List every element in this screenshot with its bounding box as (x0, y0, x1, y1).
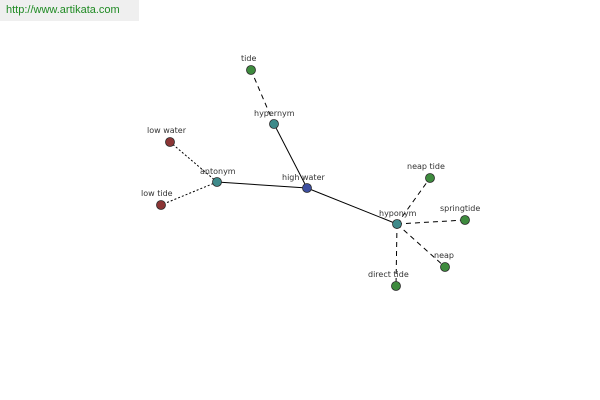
node-low-tide[interactable] (156, 200, 166, 210)
node-label-hypernym: hypernym (254, 109, 295, 118)
node-label-low-water: low water (147, 126, 187, 135)
node-neap[interactable] (440, 262, 450, 272)
node-hyponym[interactable] (392, 219, 402, 229)
edges-layer (160, 69, 466, 287)
node-hypernym[interactable] (269, 119, 279, 129)
node-label-neap: neap (434, 251, 454, 260)
node-low-water[interactable] (165, 137, 175, 147)
node-springtide[interactable] (460, 215, 470, 225)
site-url-link[interactable]: http://www.artikata.com (6, 4, 120, 16)
edge-high-water-to-hyponym (306, 187, 398, 225)
labels-layer: high water hypernym antonym hyponym tide low … (141, 54, 480, 279)
node-label-hyponym: hyponym (379, 209, 417, 218)
edge-hyponym-to-springtide (396, 219, 466, 225)
edge-hyponym-to-direct-tide (395, 223, 398, 287)
node-tide[interactable] (246, 65, 256, 75)
node-label-springtide: springtide (440, 204, 480, 213)
node-neap-tide[interactable] (425, 173, 435, 183)
node-label-direct-tide: direct tide (368, 270, 409, 279)
site-url-banner: http://www.artikata.com (0, 0, 139, 21)
edge-hyponym-to-neap-tide (396, 177, 431, 225)
node-antonym[interactable] (212, 177, 222, 187)
edge-hypernym-to-tide (250, 69, 275, 125)
node-label-antonym: antonym (200, 167, 236, 176)
node-direct-tide[interactable] (391, 281, 401, 291)
edge-high-water-to-hypernym (273, 123, 308, 189)
node-label-low-tide: low tide (141, 189, 173, 198)
nodes-layer (156, 65, 470, 291)
node-label-tide: tide (241, 54, 256, 63)
edge-antonym-to-low-water (169, 141, 218, 183)
node-label-neap-tide: neap tide (407, 162, 445, 171)
node-high-water[interactable] (302, 183, 312, 193)
node-label-high-water: high water (282, 173, 325, 182)
edge-high-water-to-antonym (216, 181, 308, 189)
edge-hyponym-to-neap (396, 223, 446, 268)
